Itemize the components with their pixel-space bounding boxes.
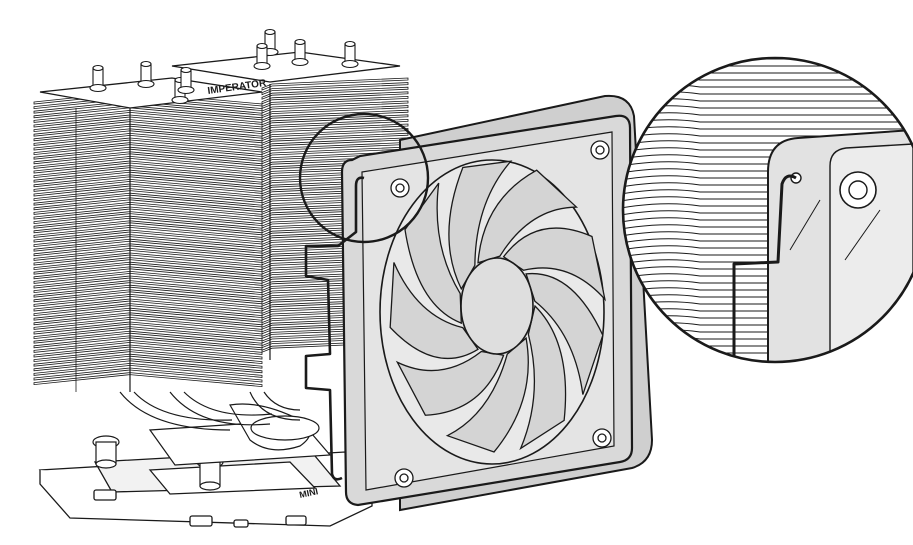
heatsink-top-plate — [39, 51, 401, 109]
inset-fin-line — [623, 175, 913, 183]
fan-clip-wire — [304, 176, 365, 481]
inset-fin-line — [623, 301, 913, 309]
heatpipes — [119, 391, 332, 466]
fan-blade — [404, 182, 462, 325]
fin-plate — [261, 123, 409, 137]
fin-plate — [261, 114, 409, 128]
inset-fin-line — [623, 147, 913, 155]
inset-corner-screw — [839, 171, 877, 209]
inset-fin-line — [623, 287, 913, 295]
inset-fin-line — [623, 238, 913, 246]
fin-plate — [261, 77, 409, 91]
inset-fin-line — [623, 280, 913, 288]
fan-blade — [502, 227, 607, 302]
fin-plate — [261, 82, 409, 96]
inset-fin-line — [623, 133, 913, 141]
inset-fin-line — [623, 294, 913, 302]
inset-fin-line — [623, 273, 913, 281]
inset-fin-line — [623, 224, 913, 232]
inset-fin-line — [623, 266, 913, 274]
heatsink-left-fin-stack — [33, 91, 263, 392]
inset-fin-line — [623, 210, 913, 218]
inset-fin-line — [623, 252, 913, 260]
inset-fin-line — [623, 182, 913, 190]
inset-fin-line — [623, 189, 913, 197]
fan-blade — [445, 336, 529, 453]
inset-fin-line — [623, 140, 913, 148]
backplate-marking: MINI — [298, 486, 319, 500]
fin-plate — [261, 91, 409, 105]
fin-plate — [261, 86, 409, 100]
heatpipe-tips — [89, 28, 359, 105]
fin-plate — [261, 105, 409, 119]
fin-plate — [261, 118, 409, 132]
inset-clip-wire — [732, 174, 797, 362]
inset-fin-line — [623, 154, 913, 162]
inset-fin-line — [623, 259, 913, 267]
inset-fin-line — [623, 203, 913, 211]
fan-blade — [525, 272, 604, 395]
fan-blade — [448, 160, 513, 291]
fin-plate — [261, 100, 409, 114]
inset-fin-line — [623, 119, 913, 127]
fan-blade — [395, 350, 505, 416]
fan-blade — [477, 169, 579, 264]
fan-hub — [460, 257, 534, 355]
inset-fin-line — [623, 112, 913, 120]
inset-fin-line — [623, 126, 913, 134]
fan-corner-screws — [390, 140, 612, 488]
fin-plate — [261, 109, 409, 123]
case-fan — [340, 94, 654, 512]
inset-fin-line — [623, 161, 913, 169]
inset-fin-line — [623, 308, 913, 316]
inset-fin-line — [623, 231, 913, 239]
inset-fin-line — [623, 245, 913, 253]
zoom-inset — [610, 50, 913, 364]
inset-fin-line — [623, 168, 913, 176]
inset-fin-line — [623, 217, 913, 225]
inset-fin-line — [610, 50, 913, 56]
fan-blades — [389, 160, 607, 453]
fin-plate — [261, 95, 409, 109]
fan-blade — [519, 304, 567, 451]
detail-highlight-circle — [298, 112, 430, 244]
fin-plate — [261, 132, 409, 146]
fan-blade — [389, 262, 479, 360]
inset-fin-line — [623, 196, 913, 204]
